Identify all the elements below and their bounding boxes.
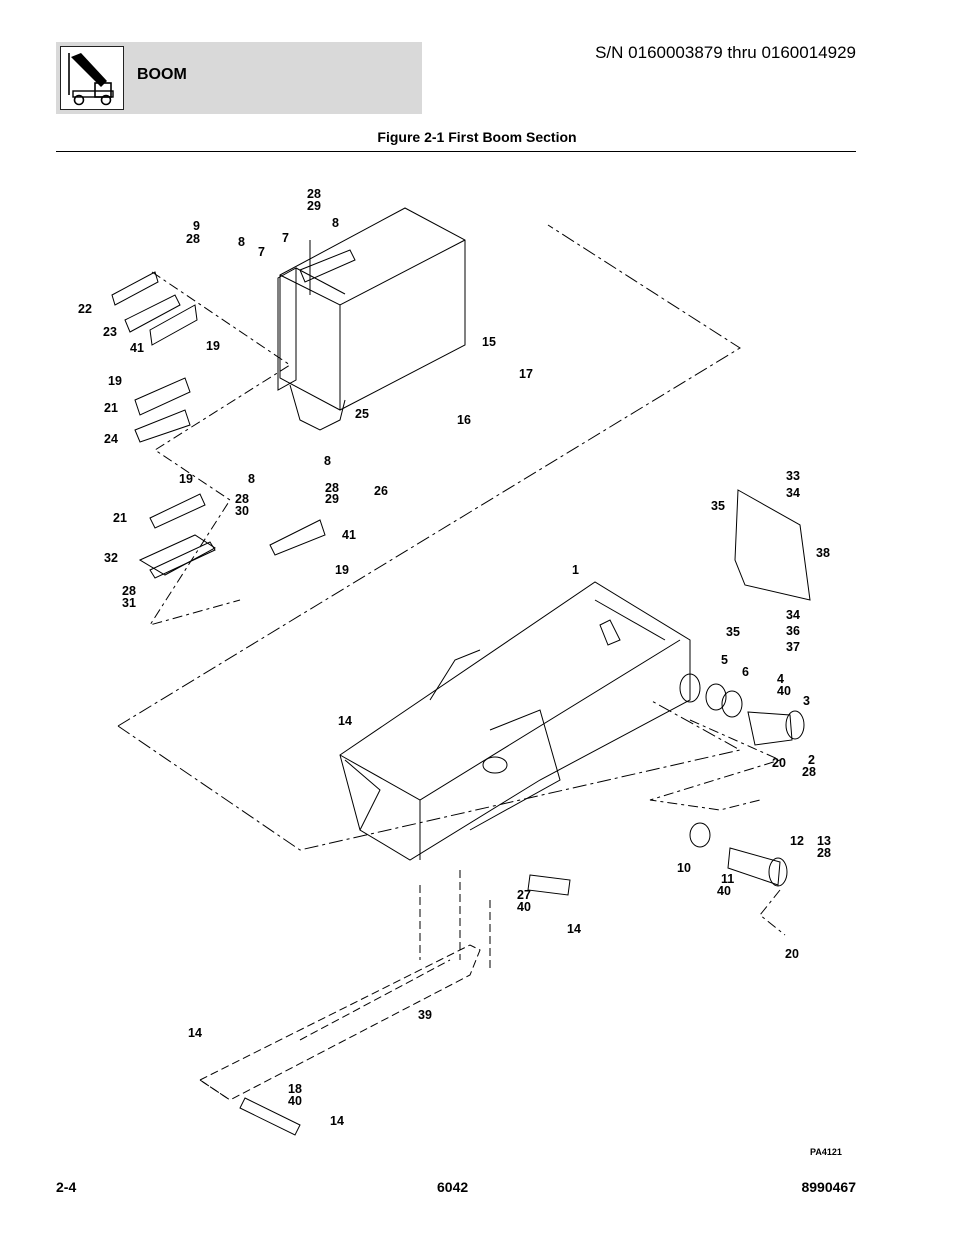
callout-label: 7 [258, 245, 265, 259]
wear-pads-lower [138, 493, 326, 579]
callout-label: 37 [786, 640, 800, 654]
callout-label: 36 [786, 624, 800, 638]
callout-label: 27 [517, 888, 531, 902]
callout-label: 40 [717, 884, 731, 898]
callout-label: 8 [248, 472, 255, 486]
section-title: BOOM [137, 66, 187, 83]
callout-label: 34 [786, 486, 800, 500]
callout-label: 19 [335, 563, 349, 577]
callout-label: 18 [288, 1082, 302, 1096]
callout-label: 14 [338, 714, 352, 728]
callout-label: 32 [104, 551, 118, 565]
callout-label: 12 [790, 834, 804, 848]
phantom-line-wear-pads [148, 271, 291, 626]
manual-part-number: 8990467 [801, 1179, 856, 1195]
callout-label: 34 [786, 608, 800, 622]
callout-label: 35 [726, 625, 740, 639]
callout-label: 14 [567, 922, 581, 936]
callout-label: 3 [803, 694, 810, 708]
callout-label: 41 [130, 341, 144, 355]
callout-label: 38 [816, 546, 830, 560]
boom-head-assembly [277, 207, 466, 431]
callout-label: 28 [325, 481, 339, 495]
page-number: 2-4 [56, 1179, 77, 1195]
callout-label: 4 [777, 672, 784, 686]
callout-label: 19 [206, 339, 220, 353]
callout-label: 1 [572, 563, 579, 577]
callout-label: 21 [113, 511, 127, 525]
callout-label: 7 [282, 231, 289, 245]
phantom-line-boom [117, 699, 742, 851]
cylinder-pins [239, 874, 571, 1136]
callout-label: 19 [179, 472, 193, 486]
callout-label: 8 [324, 454, 331, 468]
lift-cylinder [199, 870, 491, 1101]
callout-label: 40 [777, 684, 791, 698]
callout-label: 30 [235, 504, 249, 518]
figure-title: Figure 2-1 First Boom Section [377, 129, 577, 145]
callout-label: 33 [786, 469, 800, 483]
callout-label: 20 [785, 947, 799, 961]
callout-label: 24 [104, 432, 118, 446]
callout-label: 29 [307, 199, 321, 213]
callout-label: 19 [108, 374, 122, 388]
callout-label: 17 [519, 367, 533, 381]
callout-label: 5 [721, 653, 728, 667]
callout-label: 41 [342, 528, 356, 542]
callout-label: 14 [188, 1026, 202, 1040]
callout-label: 40 [517, 900, 531, 914]
cover-plate [734, 489, 811, 601]
callout-label: 25 [355, 407, 369, 421]
callout-label: 28 [122, 584, 136, 598]
callout-label: 6 [742, 665, 749, 679]
phantom-line-boom-top [117, 224, 741, 727]
callout-label: 40 [288, 1094, 302, 1108]
callout-label: 29 [325, 492, 339, 506]
phantom-line-pin-lower [759, 889, 786, 936]
callout-label: 8 [238, 235, 245, 249]
art-reference-code: PA4121 [810, 1147, 842, 1157]
pivot-pins [689, 683, 805, 887]
callout-label: 15 [482, 335, 496, 349]
callout-label: 28 [802, 765, 816, 779]
callout-label: 35 [711, 499, 725, 513]
telehandler-boom-icon [60, 46, 124, 110]
callout-label: 26 [374, 484, 388, 498]
callout-label: 21 [104, 401, 118, 415]
callout-label: 8 [332, 216, 339, 230]
callout-label: 22 [78, 302, 92, 316]
callout-label: 9 [193, 219, 200, 233]
callout-label: 16 [457, 413, 471, 427]
callout-label: 23 [103, 325, 117, 339]
callout-label: 31 [122, 596, 136, 610]
callout-label: 14 [330, 1114, 344, 1128]
header-divider [56, 151, 856, 152]
callout-label: 2 [808, 753, 815, 767]
serial-number-range: S/N 0160003879 thru 0160014929 [595, 43, 856, 62]
callout-label: 13 [817, 834, 831, 848]
callout-label: 28 [817, 846, 831, 860]
callout-label: 39 [418, 1008, 432, 1022]
callout-label: 11 [721, 872, 734, 886]
callout-label: 28 [307, 187, 321, 201]
callout-label: 28 [235, 492, 249, 506]
model-number: 6042 [437, 1179, 469, 1195]
wear-pads-upper [111, 271, 198, 443]
callout-label: 28 [186, 232, 200, 246]
first-boom-section [339, 581, 701, 861]
phantom-line-pins [649, 719, 782, 811]
callout-label: 10 [677, 861, 691, 875]
callout-label: 20 [772, 756, 786, 770]
